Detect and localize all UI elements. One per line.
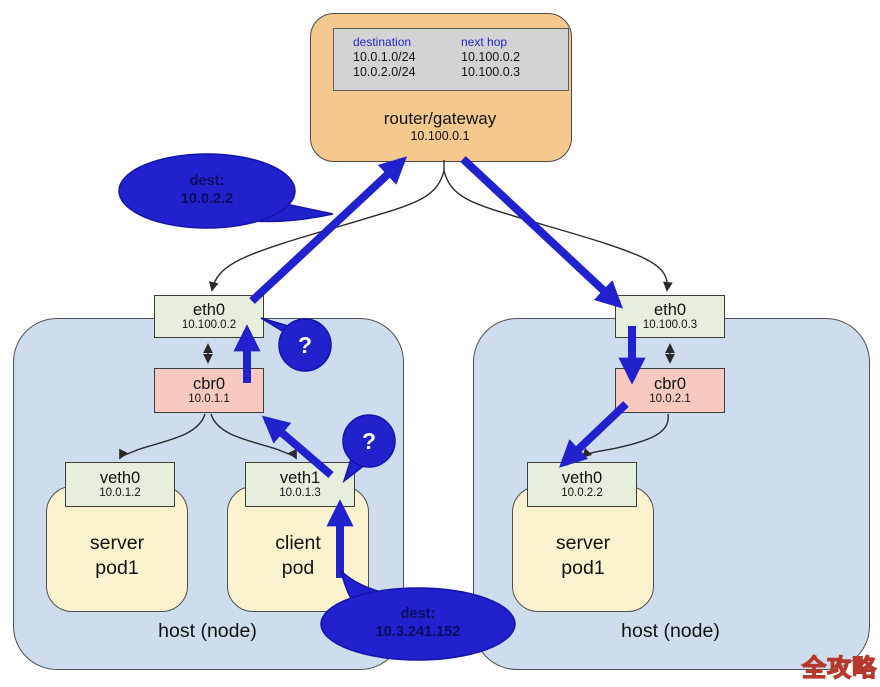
routing-table-header-nexthop: next hop xyxy=(461,35,508,49)
link-router-to-eth0-right xyxy=(443,170,673,292)
dest-callout-left-text: dest: 10.0.2.2 xyxy=(119,172,295,208)
iface-name: veth1 xyxy=(279,469,321,487)
iface-ip: 10.0.2.1 xyxy=(649,393,691,405)
dest-label: dest: xyxy=(189,173,225,189)
pod-label-line: pod xyxy=(281,557,315,579)
pod-label-line: server xyxy=(89,532,145,554)
iface-ip: 10.0.2.2 xyxy=(561,487,603,499)
routing-table-cell: 10.100.0.2 xyxy=(461,50,521,64)
iface-veth1-left: veth1 10.0.1.3 xyxy=(245,462,355,507)
iface-ip: 10.0.1.3 xyxy=(279,487,321,499)
pod-label-line: pod1 xyxy=(95,557,139,579)
question-mark-lower: ? xyxy=(361,428,377,454)
iface-ip: 10.0.1.1 xyxy=(188,393,230,405)
iface-ip: 10.0.1.2 xyxy=(99,487,141,499)
pod-label-line: server xyxy=(555,532,611,554)
iface-eth0-left: eth0 10.100.0.2 xyxy=(154,295,264,338)
iface-veth0-right: veth0 10.0.2.2 xyxy=(527,462,637,507)
iface-ip: 10.100.0.3 xyxy=(642,319,698,331)
pod-label-line: client xyxy=(275,532,321,554)
iface-name: veth0 xyxy=(99,469,141,487)
pod-server1-right: server pod1 xyxy=(512,486,654,612)
routing-table-cell: 10.100.0.3 xyxy=(461,65,521,79)
routing-table-cell: 10.0.1.0/24 xyxy=(353,50,416,64)
host-label-left: host (node) xyxy=(158,620,257,642)
dest-callout-bottom-text: dest: 10.3.241.152 xyxy=(321,605,515,641)
iface-name: cbr0 xyxy=(653,375,687,393)
pod-server1-left: server pod1 xyxy=(46,486,188,612)
iface-name: veth0 xyxy=(561,469,603,487)
routing-table-nexthop-column: next hop 10.100.0.2 10.100.0.3 xyxy=(461,35,520,80)
watermark: 全攻略 xyxy=(801,654,877,682)
iface-name: eth0 xyxy=(653,301,687,319)
iface-veth0-left: veth0 10.0.1.2 xyxy=(65,462,175,507)
routing-table-header-destination: destination xyxy=(353,35,412,49)
question-mark-upper: ? xyxy=(297,332,313,358)
iface-cbr0-left: cbr0 10.0.1.1 xyxy=(154,368,264,413)
flow-arrow-router-to-eth0right xyxy=(460,156,623,309)
dest-label: dest: xyxy=(400,606,436,622)
iface-name: eth0 xyxy=(192,301,226,319)
iface-ip: 10.100.0.2 xyxy=(181,319,237,331)
router-gateway-title: router/gateway xyxy=(383,109,497,128)
routing-table: destination 10.0.1.0/24 10.0.2.0/24 next… xyxy=(333,28,569,91)
iface-name: cbr0 xyxy=(192,375,226,393)
dest-value: 10.0.2.2 xyxy=(180,191,234,207)
iface-eth0-right: eth0 10.100.0.3 xyxy=(615,295,725,338)
host-label-right: host (node) xyxy=(621,620,720,642)
iface-cbr0-right: cbr0 10.0.2.1 xyxy=(615,368,725,413)
routing-table-destination-column: destination 10.0.1.0/24 10.0.2.0/24 xyxy=(353,35,416,80)
router-gateway-ip: 10.100.0.1 xyxy=(410,129,470,143)
pod-label-line: pod1 xyxy=(561,557,605,579)
dest-value: 10.3.241.152 xyxy=(375,624,461,640)
routing-table-cell: 10.0.2.0/24 xyxy=(353,65,416,79)
